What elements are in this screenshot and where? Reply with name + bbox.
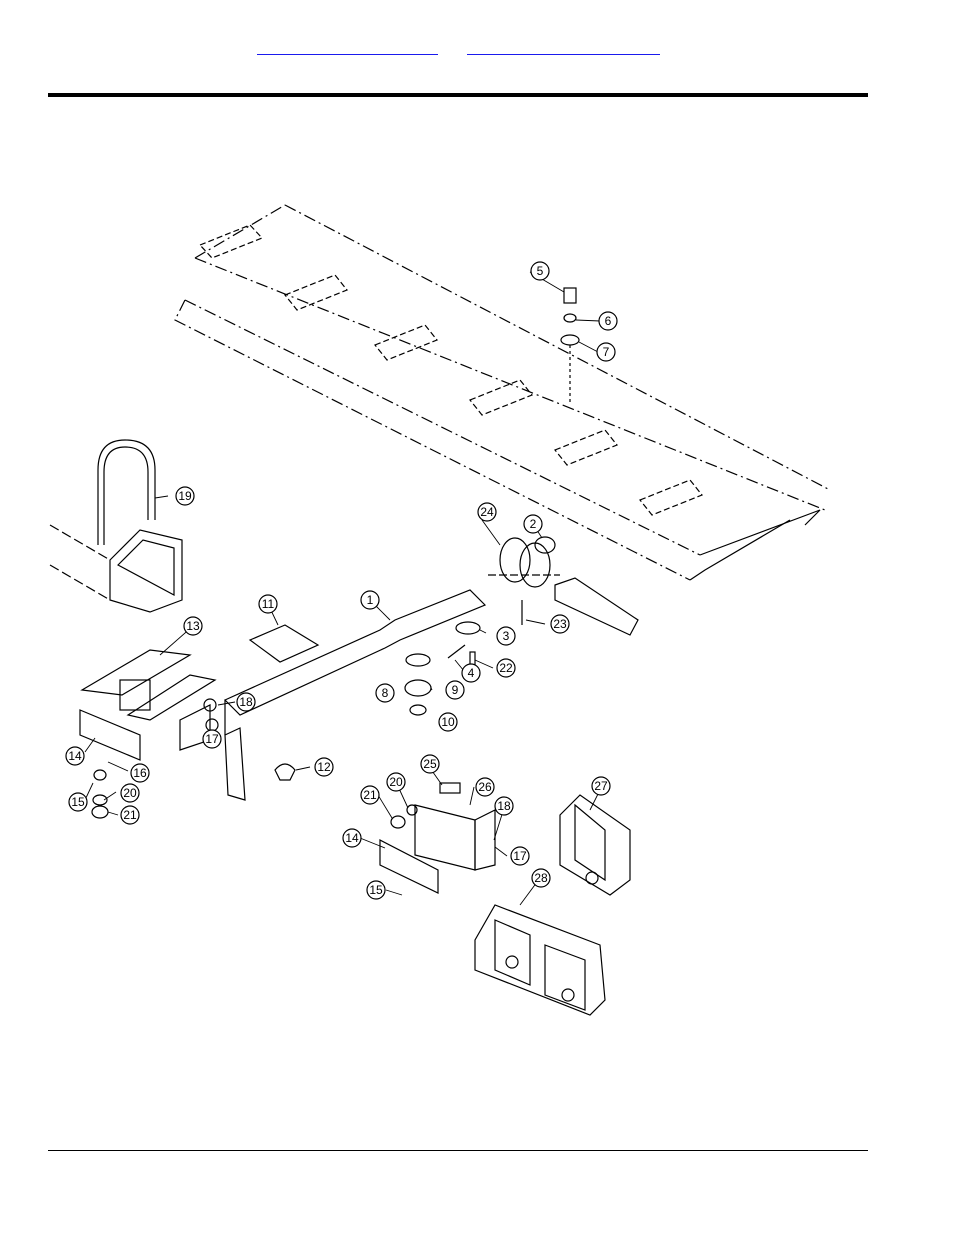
callout-17-left: 17: [205, 732, 219, 746]
callout-17-right: 17: [513, 849, 527, 863]
callout-14-right: 14: [345, 831, 359, 845]
footer-rule: [48, 1150, 868, 1151]
bracket-27: [560, 795, 630, 895]
scale-right: [380, 840, 438, 893]
callout-18-right: 18: [497, 799, 511, 813]
callout-8: 8: [382, 686, 389, 700]
header-links: [0, 38, 954, 58]
collar: [535, 537, 555, 553]
bracket-26: [415, 805, 475, 870]
callout-13: 13: [186, 619, 200, 633]
knob: [275, 764, 295, 780]
callout-23: 23: [553, 617, 567, 631]
callout-16: 16: [133, 766, 147, 780]
mount-plate: [250, 625, 318, 662]
callout-20-left: 20: [123, 786, 137, 800]
callout-27: 27: [594, 779, 608, 793]
callout-25: 25: [423, 757, 437, 771]
callout-28: 28: [534, 871, 548, 885]
callout-14-left: 14: [68, 749, 82, 763]
u-bolt: [98, 440, 155, 545]
callout-21-right: 21: [363, 788, 377, 802]
callout-7: 7: [603, 345, 610, 359]
callout-15-right: 15: [369, 883, 383, 897]
callout-22: 22: [499, 661, 513, 675]
nav-link-1[interactable]: [257, 38, 438, 55]
callout-11: 11: [262, 597, 275, 611]
callout-4: 4: [468, 666, 475, 680]
gauge-wheel-inner: [520, 543, 550, 587]
callout-5: 5: [537, 264, 544, 278]
toolbar-frame: [175, 205, 830, 580]
callout-1: 1: [367, 593, 374, 607]
callout-20-right: 20: [389, 775, 403, 789]
callout-9: 9: [452, 683, 459, 697]
callout-21-left: 21: [123, 808, 137, 822]
callout-19: 19: [178, 489, 192, 503]
callout-26: 26: [478, 780, 492, 794]
callout-15-left: 15: [71, 795, 85, 809]
callout-2: 2: [530, 517, 537, 531]
parts-diagram: 1 2 3 4 5 6 7 8 9 10 11 12 13 14 14 15 1…: [48, 196, 832, 1024]
callout-6: 6: [605, 314, 612, 328]
nav-link-2[interactable]: [467, 38, 660, 55]
bracket-28: [475, 905, 605, 1015]
main-arm: [225, 590, 485, 800]
bolt-5: [564, 288, 576, 303]
square-tube: [50, 525, 182, 612]
scale-left: [80, 710, 140, 760]
callout-12: 12: [317, 760, 331, 774]
callout-3: 3: [503, 629, 510, 643]
header-rule: [48, 93, 868, 97]
toolbar-edge: [700, 510, 820, 555]
callout-10: 10: [441, 715, 455, 729]
callout-18-left: 18: [239, 695, 253, 709]
callout-24: 24: [480, 505, 494, 519]
